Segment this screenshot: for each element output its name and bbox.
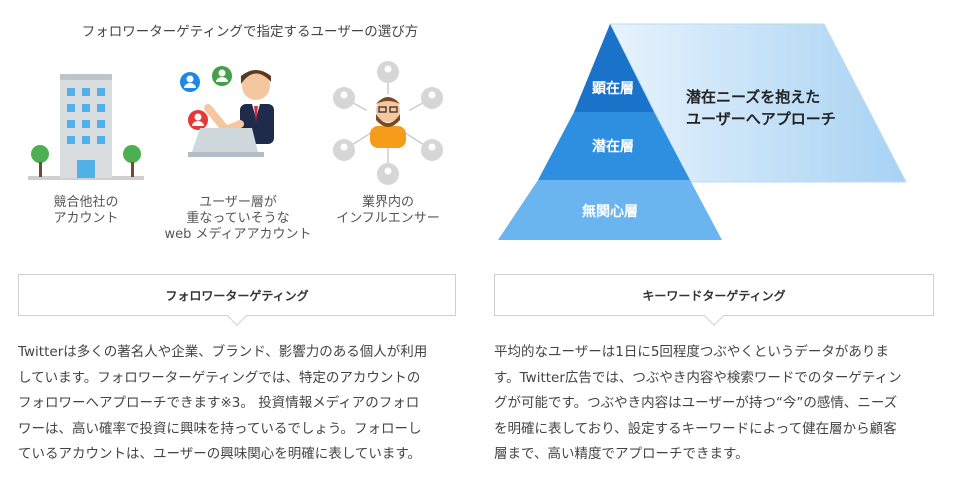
description-line: 層まで、高い精度でアプローチできます。	[494, 446, 749, 462]
pyramid-top-label: 顕在層	[592, 80, 634, 97]
callout-line-2: ユーザーへアプローチ	[686, 110, 836, 128]
item-caption-influencer: 業界内の インフルエンサー	[336, 195, 440, 226]
description-line: しています。フォロワーターゲティングでは、特定のアカウントの	[18, 369, 421, 386]
description-line: グが可能です。つぶやき内容はユーザーが持つ“今”の感情、ニーズ	[494, 395, 898, 411]
item-caption-competitor: 競合他社の アカウント	[53, 195, 119, 226]
keyword-targeting-description: 平均的なユーザーは1日に5回程度つぶやくというデータがありま す。Twitter…	[494, 340, 944, 468]
pyramid-bottom-label: 無関心層	[582, 203, 638, 220]
pyramid-middle-label: 潜在層	[592, 138, 634, 155]
pyramid-top-layer	[574, 24, 654, 112]
businessman-laptop-icon	[178, 64, 296, 186]
follower-targeting-heading: フォロワーターゲティングで指定するユーザーの選び方	[81, 24, 419, 40]
description-line: を明確に表しており、設定するキーワードによって健在層から顧客	[494, 420, 897, 437]
box-pointer	[227, 306, 247, 326]
item-caption-media: ユーザー層が 重なっていそうな web メディアアカウント	[164, 195, 312, 242]
pyramid-middle-layer	[538, 112, 690, 180]
follower-targeting-description: Twitterは多くの著名人や企業、ブランド、影響力のある個人が利用 しています…	[18, 340, 462, 468]
pyramid-bottom-layer	[498, 180, 722, 240]
keyword-targeting-title-box: キーワードターゲティング	[494, 274, 934, 326]
follower-targeting-title-box: フォロワーターゲティング	[18, 274, 456, 326]
callout-line-1: 潜在ニーズを抱えた	[686, 88, 820, 106]
description-line: Twitterは多くの著名人や企業、ブランド、影響力のある個人が利用	[18, 344, 428, 360]
influencer-network-icon	[327, 56, 449, 188]
box-pointer	[704, 306, 724, 326]
description-line: ワーは、高い確率で投資に興味を持っているでしょう。フォローし	[18, 420, 422, 437]
awareness-pyramid: 顕在層 潜在層 無関心層 潜在ニーズを抱えた ユーザーへアプローチ	[498, 22, 912, 244]
follower-targeting-title: フォロワーターゲティング	[165, 288, 309, 303]
callout-band	[609, 23, 907, 183]
description-line: ているアカウントは、ユーザーの興味関心を明確に表しています。	[18, 446, 421, 462]
description-line: 平均的なユーザーは1日に5回程度つぶやくというデータがありま	[494, 344, 889, 360]
description-line: フォロワーへアプローチできます※3。 投資情報メディアのフォロ	[18, 395, 420, 411]
description-line: す。Twitter広告では、つぶやき内容や検索ワードでのターゲティン	[494, 369, 902, 386]
keyword-targeting-title: キーワードターゲティング	[642, 288, 786, 303]
office-building-icon	[28, 64, 144, 186]
